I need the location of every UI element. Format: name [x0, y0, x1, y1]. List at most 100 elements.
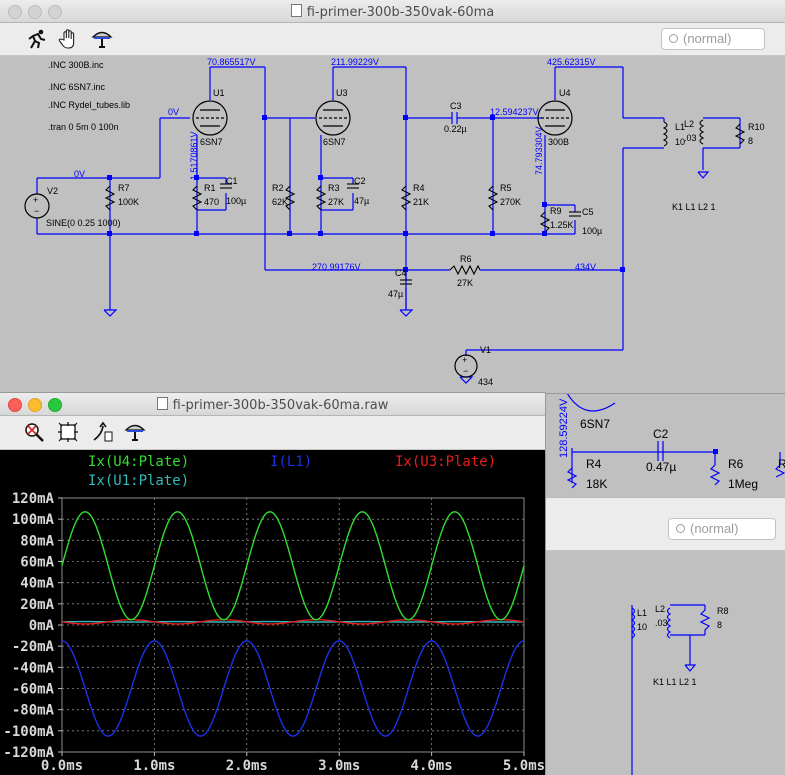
search-icon	[669, 34, 678, 43]
back-search-field[interactable]: (normal)	[668, 518, 776, 540]
directive-1: .INC 300B.inc	[48, 60, 104, 70]
l1-value: 10	[675, 137, 685, 147]
c2-value: 47µ	[354, 196, 369, 206]
trace-i-l1-[interactable]	[61, 640, 525, 737]
minimize-button[interactable]	[28, 398, 42, 412]
run-icon[interactable]	[24, 27, 48, 51]
v2-ref: V2	[47, 186, 58, 196]
back-c2-value: 0.47µ	[646, 460, 676, 474]
u1-ref: U1	[213, 88, 225, 98]
back-l2-ref: L2	[655, 604, 665, 614]
waveform-title-text: fi-primer-300b-350vak-60ma.raw	[172, 398, 389, 413]
hand-icon[interactable]	[57, 27, 81, 51]
c5-ref: C5	[582, 207, 594, 217]
legend-l1[interactable]: I(L1)	[270, 454, 312, 470]
y-tick-label: -40mA	[12, 660, 55, 676]
v1-value: 434	[478, 377, 493, 387]
legend-u3-plate[interactable]: Ix(U3:Plate)	[395, 454, 496, 470]
r1-ref: R1	[204, 183, 216, 193]
v1-ref: V1	[480, 345, 491, 355]
waveform-title: fi-primer-300b-350vak-60ma.raw	[0, 397, 545, 413]
coupling-directive: K1 L1 L2 1	[672, 202, 716, 212]
c4-value: 47µ	[388, 289, 403, 299]
node-u1-cathode: 1.5170861V	[189, 131, 199, 180]
r3-ref: R3	[328, 183, 340, 193]
trace-ix-u4-plate-[interactable]	[61, 511, 525, 621]
l2-value: .03	[684, 133, 697, 143]
l2-ref: L2	[684, 119, 694, 129]
c2-ref: C2	[354, 176, 366, 186]
directive-4: .tran 0 5m 0 100n	[48, 122, 119, 132]
x-tick-label: 1.0ms	[133, 758, 175, 774]
zoom-button[interactable]	[48, 398, 62, 412]
back-l2-value: .03	[655, 618, 668, 628]
v2-value: SINE(0 0.25 1000)	[46, 218, 121, 228]
c4-ref: C4	[395, 268, 407, 278]
x-tick-label: 4.0ms	[411, 758, 453, 774]
window-controls	[8, 5, 68, 24]
pan-icon[interactable]	[90, 420, 114, 444]
waveform-titlebar[interactable]: fi-primer-300b-350vak-60ma.raw	[0, 393, 545, 416]
schematic-title-text: fi-primer-300b-350vak-60ma	[306, 5, 495, 20]
zoom-icon[interactable]	[22, 420, 46, 444]
x-tick-label: 3.0ms	[318, 758, 360, 774]
r2-ref: R2	[272, 183, 284, 193]
y-tick-label: -120mA	[3, 745, 54, 761]
minimize-button[interactable]	[28, 5, 42, 19]
probe-icon[interactable]	[90, 27, 114, 51]
r7-value: 100K	[118, 197, 139, 207]
c1-ref: C1	[226, 176, 238, 186]
y-tick-label: 0mA	[29, 618, 55, 634]
back-r4-value: 18K	[586, 477, 607, 491]
y-tick-label: -20mA	[12, 639, 55, 655]
r3-value: 27K	[328, 197, 344, 207]
close-button[interactable]	[8, 5, 22, 19]
node-u4-plate: 425.62315V	[547, 57, 596, 67]
node-u4-grid: 12.594237V	[490, 107, 539, 117]
u4-ref: U4	[559, 88, 571, 98]
back-r6-ref: R6	[728, 457, 744, 471]
y-tick-label: 60mA	[20, 555, 54, 571]
window-controls	[8, 398, 68, 417]
c5-value: 100µ	[582, 226, 602, 236]
trace-ix-u3-plate-[interactable]	[61, 619, 525, 625]
back-r8-value: 8	[717, 620, 722, 630]
r7-ref: R7	[118, 183, 130, 193]
r10-ref: R10	[748, 122, 765, 132]
back-r6-value: 1Meg	[728, 477, 758, 491]
back-l1-ref: L1	[637, 608, 647, 618]
x-tick-label: 5.0ms	[503, 758, 545, 774]
schematic-labels: .INC 300B.inc .INC 6SN7.inc .INC Rydel_t…	[46, 57, 765, 387]
y-tick-label: -80mA	[12, 703, 55, 719]
search-icon	[676, 524, 685, 533]
probe-icon[interactable]	[123, 420, 147, 444]
c3-value: 0.22µ	[444, 124, 467, 134]
y-tick-label: 80mA	[20, 533, 54, 549]
legend-u4-plate[interactable]: Ix(U4:Plate)	[88, 454, 189, 470]
y-tick-label: -60mA	[12, 682, 55, 698]
schematic-canvas[interactable]: + − + − .INC	[0, 56, 785, 393]
zoom-button[interactable]	[48, 5, 62, 19]
close-button[interactable]	[8, 398, 22, 412]
x-tick-label: 0.0ms	[41, 758, 83, 774]
c3-ref: C3	[450, 101, 462, 111]
u3-ref: U3	[336, 88, 348, 98]
back-window-toolbar: (normal)	[545, 497, 785, 551]
u4-model: 300B	[548, 137, 569, 147]
back-search-placeholder: (normal)	[690, 521, 739, 536]
r6-ref: R6	[460, 254, 472, 264]
document-icon	[156, 397, 168, 410]
autorange-icon[interactable]	[56, 420, 80, 444]
node-input: 0V	[74, 169, 85, 179]
x-tick-label: 2.0ms	[226, 758, 268, 774]
chart-grid	[58, 497, 525, 756]
schematic-titlebar[interactable]: fi-primer-300b-350vak-60ma	[0, 0, 785, 23]
back-schematic-lower: L1 10 L2 .03 R8 8 K1 L1 L2 1	[630, 604, 729, 775]
legend-u1-plate[interactable]: Ix(U1:Plate)	[88, 473, 189, 489]
y-tick-label: 100mA	[12, 512, 55, 528]
r10-value: 8	[748, 136, 753, 146]
svg-text:−: −	[34, 206, 39, 216]
schematic-search-field[interactable]: (normal)	[661, 28, 765, 50]
l1-ref: L1	[675, 122, 685, 132]
